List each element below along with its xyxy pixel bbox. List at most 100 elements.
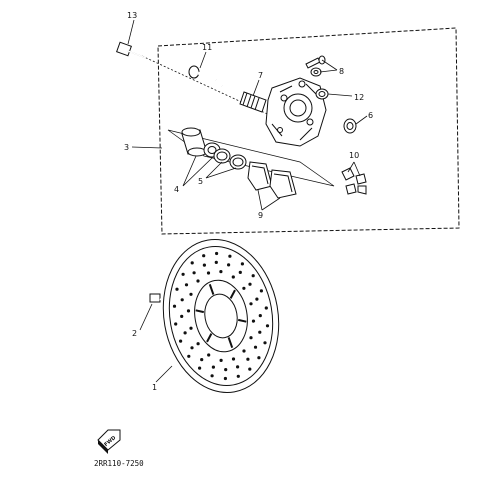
disc-hole xyxy=(231,357,236,361)
disc-hole xyxy=(224,368,228,372)
disc-hole xyxy=(251,319,256,323)
disc-hole xyxy=(174,322,178,326)
disc-hole xyxy=(196,342,200,346)
disc-hole xyxy=(206,271,211,275)
piston-4 xyxy=(181,127,221,158)
leader-1 xyxy=(155,365,173,383)
disc-hole xyxy=(190,346,194,350)
disc-hole xyxy=(227,263,231,267)
disc-hole xyxy=(253,345,258,349)
boot-7 xyxy=(239,91,267,113)
leader-5 xyxy=(205,161,237,179)
disc-hole xyxy=(198,366,202,370)
disc-hole xyxy=(248,367,252,371)
disc-hole xyxy=(189,292,193,296)
disc-spoke xyxy=(195,309,205,314)
disc-spoke xyxy=(229,289,236,299)
disc-hole xyxy=(251,274,255,278)
leader-13 xyxy=(127,19,135,45)
leader-11 xyxy=(199,51,207,69)
disc-spoke xyxy=(208,283,215,295)
disc-hole xyxy=(219,270,223,274)
boot-12 xyxy=(315,88,329,100)
callout-3: 3 xyxy=(124,143,129,152)
disc-hole xyxy=(259,289,263,293)
disc-hole xyxy=(210,374,214,378)
caliper-body xyxy=(265,77,327,147)
disc-hole xyxy=(184,283,189,287)
leader-6 xyxy=(355,115,368,125)
disc-hole xyxy=(238,270,242,274)
disc-hole xyxy=(180,298,184,302)
pad-clips-10 xyxy=(341,167,367,195)
disc-hole xyxy=(202,254,206,258)
callout-9: 9 xyxy=(258,211,263,220)
callout-4: 4 xyxy=(174,185,179,194)
disc-hole xyxy=(258,330,262,334)
seals-5 xyxy=(213,148,247,170)
disc-spokes xyxy=(195,283,247,349)
bolt-axis-line xyxy=(141,55,277,119)
disc-hole xyxy=(172,304,177,308)
leader-12 xyxy=(327,93,353,97)
disc-hole xyxy=(257,356,261,360)
leader-9 xyxy=(257,189,281,211)
leader-3 xyxy=(131,146,163,149)
sleeve-pin xyxy=(221,84,247,98)
disc-hole xyxy=(207,353,211,357)
disc-hole xyxy=(249,302,253,306)
disc-spoke xyxy=(237,318,247,323)
disc-hole xyxy=(231,275,235,279)
disc-hole xyxy=(179,339,183,343)
callout-6: 6 xyxy=(368,111,373,120)
disc-hole xyxy=(240,262,244,266)
leader-10 xyxy=(347,161,361,177)
pin-bolt-11 xyxy=(188,65,217,82)
disc-hole xyxy=(190,261,194,265)
leader-4 xyxy=(182,155,213,187)
disc-hole xyxy=(249,336,253,340)
disc-hole xyxy=(196,279,200,283)
callout-13: 13 xyxy=(127,11,137,20)
callout-2: 2 xyxy=(132,329,137,338)
disc-hole xyxy=(189,326,193,330)
disc-hole xyxy=(219,358,223,362)
disc-hole xyxy=(215,251,219,256)
disc-hole xyxy=(248,282,252,286)
plug-6 xyxy=(343,118,357,134)
disc-hole xyxy=(200,358,204,362)
callout-1: 1 xyxy=(152,383,157,392)
brake-disc-1 xyxy=(162,239,280,393)
callout-5: 5 xyxy=(198,177,203,186)
disc-hole xyxy=(228,254,232,258)
disc-hole xyxy=(236,374,240,378)
disc-hole xyxy=(183,331,187,335)
disc-hole xyxy=(258,314,262,318)
disc-hole xyxy=(181,272,185,276)
leader-8 xyxy=(319,59,338,73)
leader-2 xyxy=(139,303,153,331)
disc-hole xyxy=(255,297,259,301)
disc-hole xyxy=(214,260,218,264)
disc-spoke xyxy=(206,333,213,343)
callout-8: 8 xyxy=(339,67,344,76)
drawing-code: 2RR110-7250 xyxy=(94,459,144,468)
bolt-13 xyxy=(116,41,147,59)
disc-hole xyxy=(236,365,240,369)
disc-hole xyxy=(242,286,246,290)
disc-hole xyxy=(242,349,246,353)
disc-hole xyxy=(246,357,250,361)
disc-hole xyxy=(187,354,191,358)
disc-holes xyxy=(172,251,270,381)
brake-pads-9 xyxy=(247,161,297,199)
callout-10: 10 xyxy=(349,151,359,160)
disc-spoke xyxy=(227,337,234,349)
disc-hole xyxy=(263,341,267,345)
disc-hole xyxy=(223,376,227,381)
callout-12: 12 xyxy=(354,93,364,102)
callout-11: 11 xyxy=(202,43,212,52)
callout-7: 7 xyxy=(258,71,263,80)
disc-hole xyxy=(180,314,184,318)
caliper-assembly-boundary xyxy=(157,27,460,235)
